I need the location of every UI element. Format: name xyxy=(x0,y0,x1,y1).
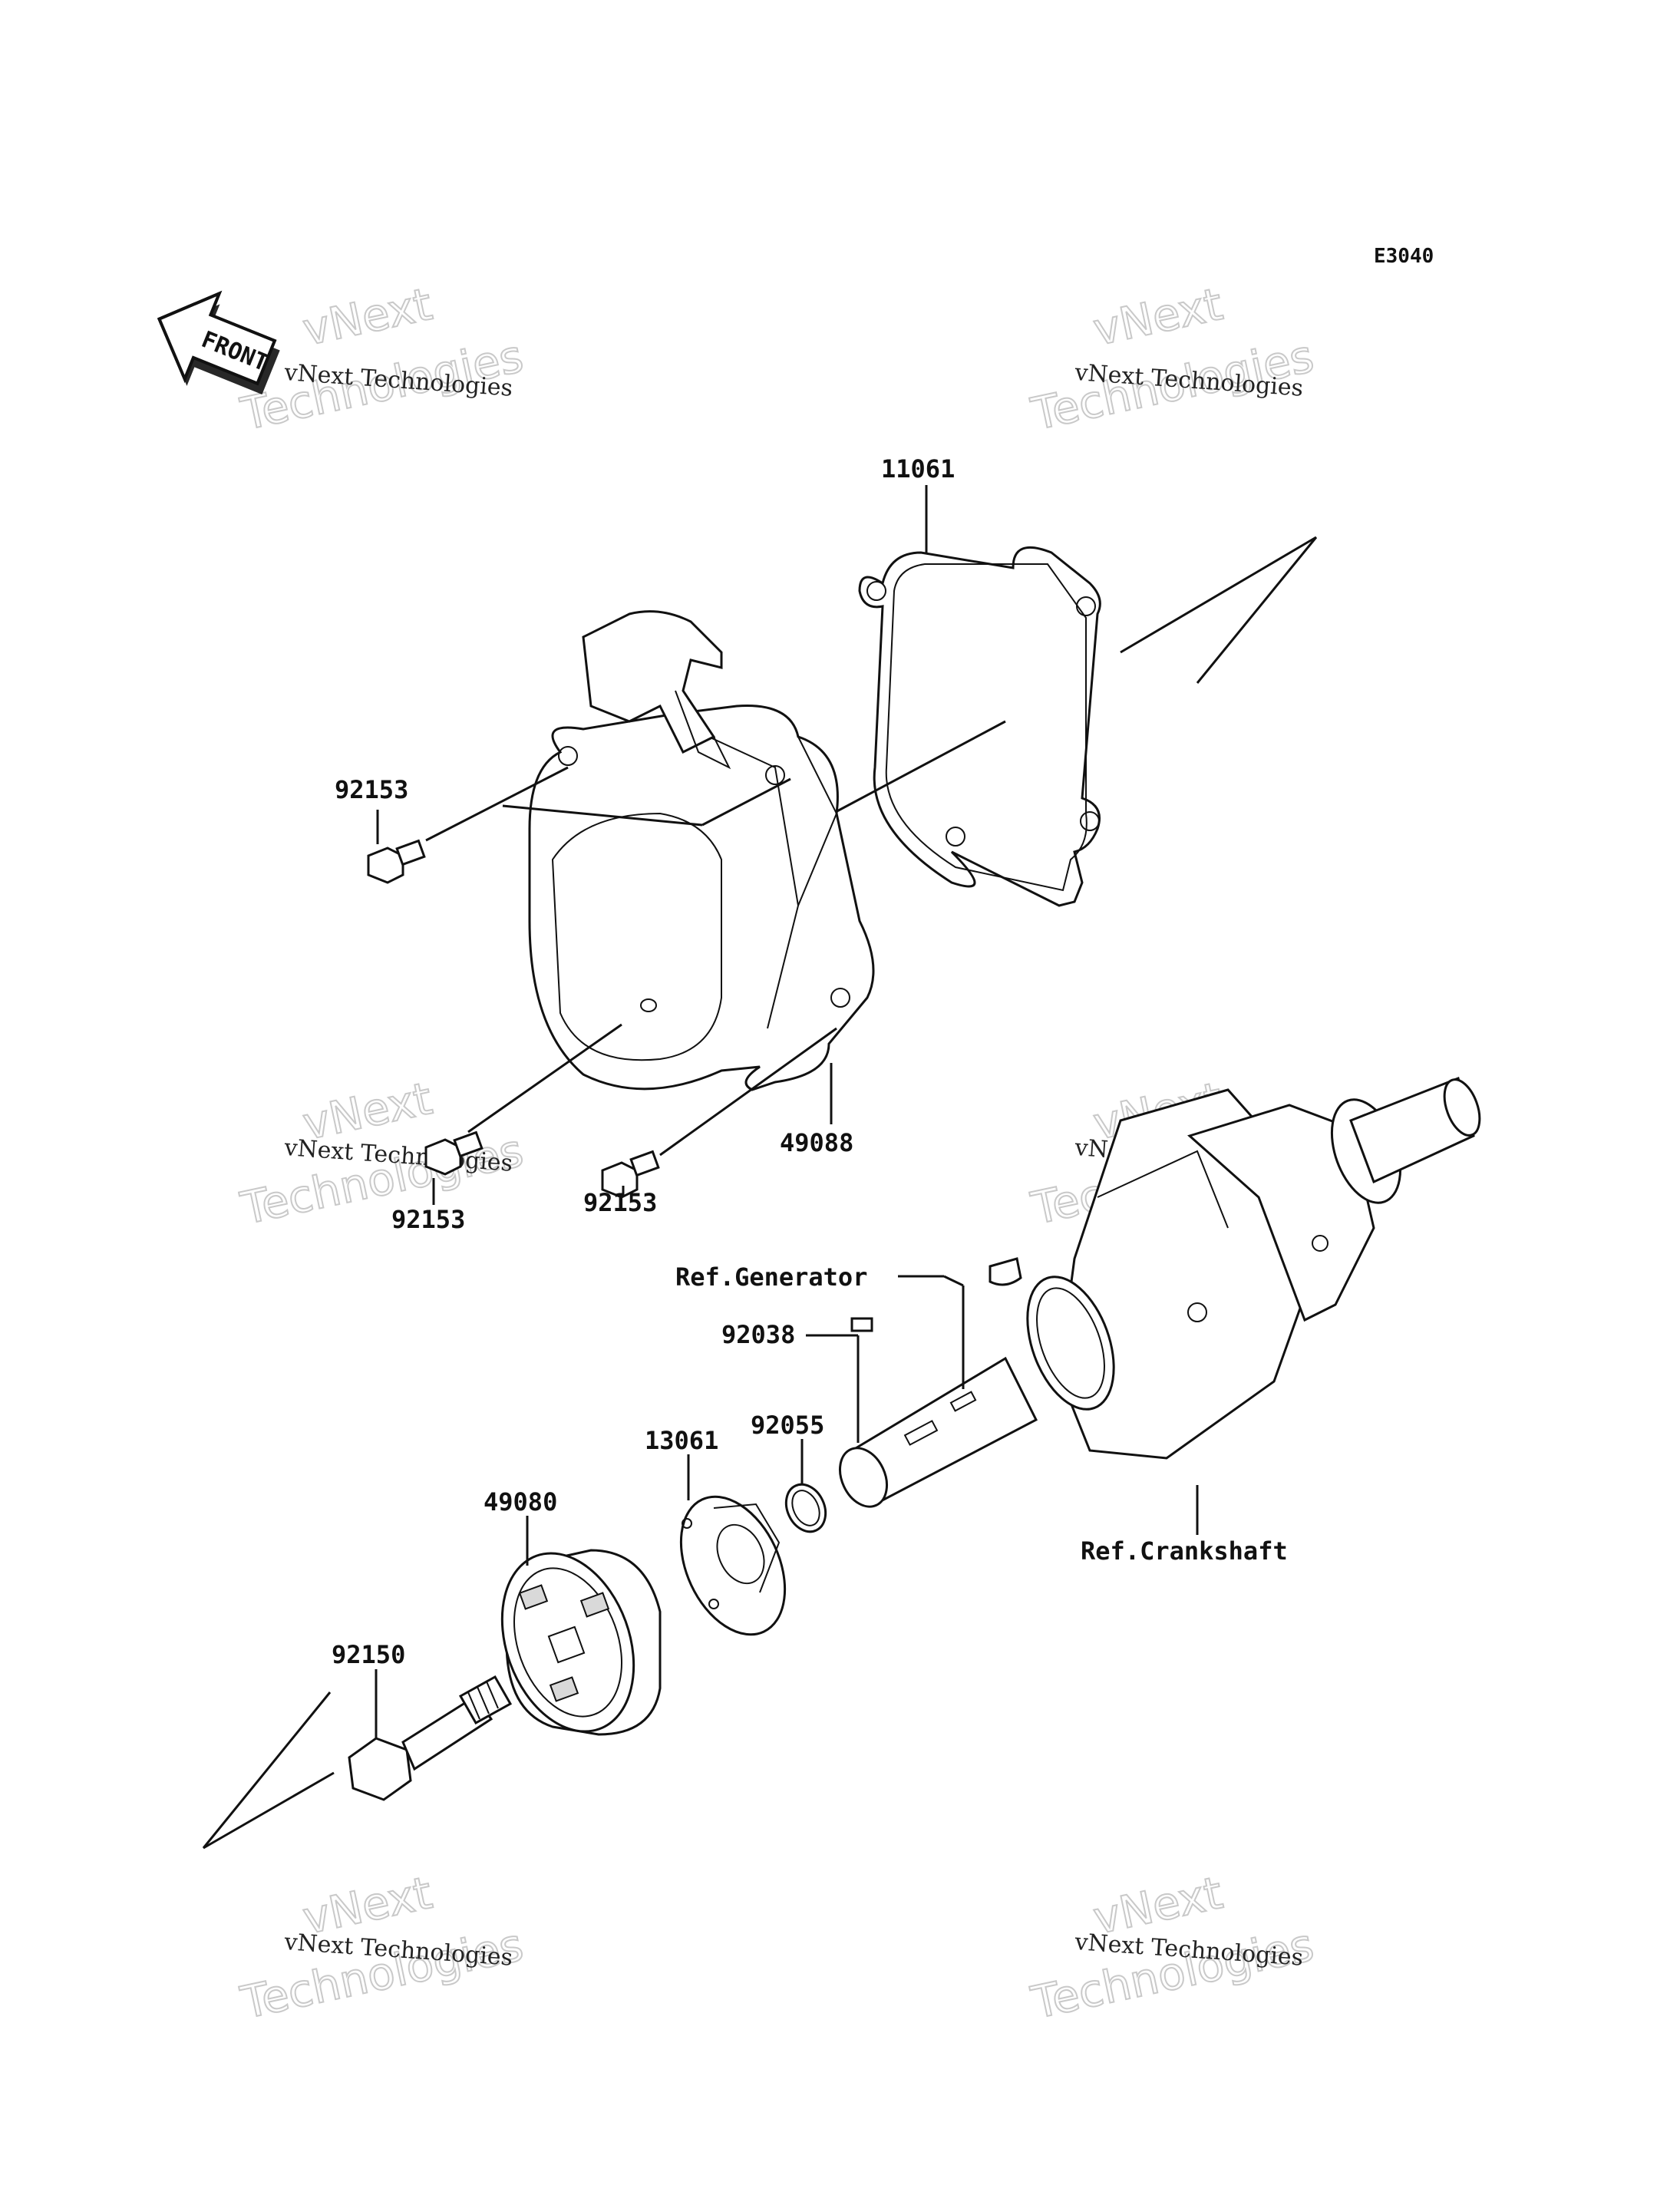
front-arrow-icon: FRONT xyxy=(157,290,280,394)
leader-bolt-axis xyxy=(502,804,703,827)
watermark-top-left: vNext Technologies vNext Technologies xyxy=(236,277,529,441)
axis-line xyxy=(832,720,1006,815)
callout-plate: 13061 xyxy=(645,1426,718,1455)
pulley xyxy=(500,1549,662,1736)
callout-bolt-lower-left: 92153 xyxy=(391,1205,465,1234)
watermark-top-right: vNext Technologies vNext Technologies xyxy=(1026,277,1319,441)
bolt-upper xyxy=(367,839,426,884)
callout-ref-generator: Ref.Generator xyxy=(675,1262,867,1292)
center-bolt xyxy=(348,1675,513,1801)
watermark-mid-left: vNext Technologies vNext Technologies xyxy=(236,1071,529,1236)
diagram-code: E3040 xyxy=(1374,245,1434,268)
callout-gasket: 11061 xyxy=(881,454,955,483)
watermark-bottom-left: vNext Technologies vNext Technologies xyxy=(236,1866,529,2030)
leader-bolt-axis xyxy=(467,1023,622,1134)
crankshaft xyxy=(839,1076,1481,1508)
callout-bolt-lower-right: 92153 xyxy=(583,1188,657,1217)
callout-key: 92038 xyxy=(721,1320,795,1349)
callout-crankshaft: Ref.Crankshaft xyxy=(1081,1536,1288,1566)
woodruff-key xyxy=(989,1257,1022,1286)
callout-center-bolt: 92150 xyxy=(332,1640,405,1669)
callout-bolt-upper: 92153 xyxy=(335,775,408,804)
leader-bolt-axis xyxy=(701,777,791,827)
leader-bolt-axis xyxy=(425,766,569,842)
callout-pulley: 49080 xyxy=(484,1487,557,1516)
axis-line xyxy=(1196,536,1318,684)
leader-bolt-axis xyxy=(659,1027,837,1157)
callout-oring: 92055 xyxy=(751,1411,824,1440)
watermark-line1: vNext xyxy=(1089,278,1227,356)
oring xyxy=(784,1483,827,1533)
starter-cover xyxy=(528,610,875,1091)
watermark-line1: vNext xyxy=(299,278,437,356)
bolt-lower-left xyxy=(424,1130,484,1176)
gasket xyxy=(858,546,1101,907)
bolt-lower-right xyxy=(601,1150,660,1199)
plate xyxy=(679,1495,787,1636)
axis-line xyxy=(203,1771,335,1850)
callout-cover: 49088 xyxy=(780,1128,853,1157)
key xyxy=(850,1317,873,1332)
leader-generator xyxy=(943,1275,964,1287)
axis-line xyxy=(202,1691,332,1849)
axis-line xyxy=(1120,536,1317,654)
watermark-bottom-right: vNext Technologies vNext Technologies xyxy=(1026,1866,1319,2030)
